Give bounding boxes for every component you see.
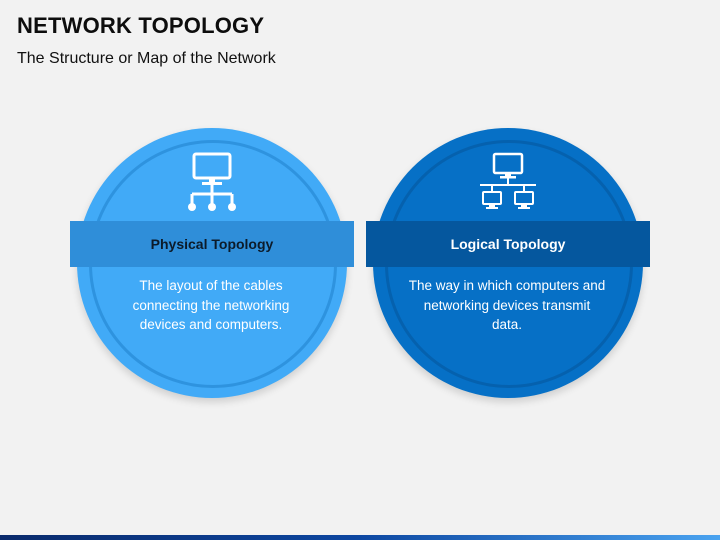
bottom-accent-bar <box>0 535 720 540</box>
computer-network-tree-icon <box>188 152 236 211</box>
logical-topology-band: Logical Topology <box>366 221 650 267</box>
logical-topology-description: The way in which computers and networkin… <box>408 278 606 332</box>
physical-topology-label: Physical Topology <box>150 236 274 252</box>
computer-network-bus-icon <box>480 152 536 209</box>
slide-title: NETWORK TOPOLOGY <box>17 13 265 38</box>
physical-topology-band: Physical Topology <box>70 221 354 267</box>
logical-topology-label: Logical Topology <box>450 236 566 252</box>
physical-topology-description: The layout of the cables connecting the … <box>132 278 290 332</box>
slide-subtitle: The Structure or Map of the Network <box>17 50 276 67</box>
